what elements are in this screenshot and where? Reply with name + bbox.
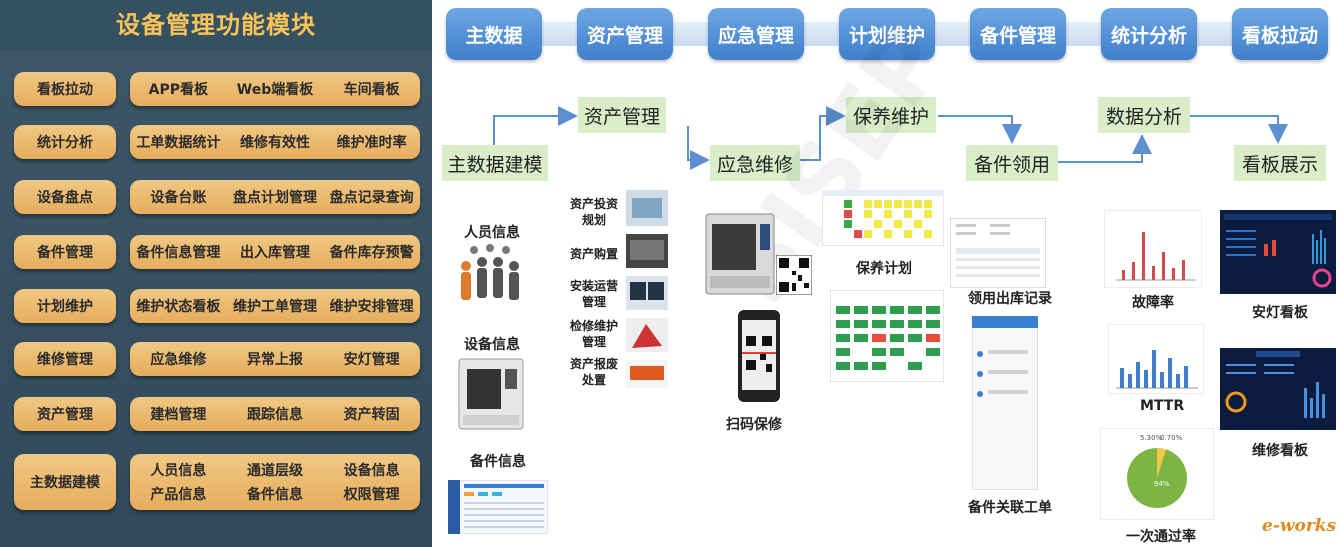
module-items: 应急维修 异常上报 安灯管理 xyxy=(130,342,420,376)
caption-andon-board: 安灯看板 xyxy=(1252,305,1308,321)
module-item: 盘点记录查询 xyxy=(329,190,414,206)
module-item: 备件信息管理 xyxy=(136,245,221,261)
module-label: 资产管理 xyxy=(14,397,116,431)
function-module-panel: 设备管理功能模块 看板拉动 APP看板 Web端看板 车间看板 统计分析 工单数… xyxy=(0,0,432,547)
flow-spare-use: 备件领用 xyxy=(966,145,1058,181)
caption-asset-scrap: 资产报废处置 xyxy=(569,357,618,387)
module-item: 人员信息 xyxy=(150,463,207,479)
module-label: 看板拉动 xyxy=(14,72,116,106)
flow-master-modeling: 主数据建模 xyxy=(442,145,548,181)
module-item: Web端看板 xyxy=(236,82,314,98)
caption-asset-plan: 资产投资规划 xyxy=(569,197,618,227)
module-items: 备件信息管理 出入库管理 备件库存预警 xyxy=(130,235,420,269)
nav-statistics[interactable]: 统计分析 xyxy=(1101,8,1197,60)
module-item: 权限管理 xyxy=(343,487,400,503)
module-item: 工单数据统计 xyxy=(136,135,221,151)
nav-plan-maintain[interactable]: 计划维护 xyxy=(839,8,935,60)
module-item: 通道层级 xyxy=(246,463,303,479)
flow-data-analysis: 数据分析 xyxy=(1098,97,1190,133)
machine-image xyxy=(458,358,524,430)
nav-emergency[interactable]: 应急管理 xyxy=(708,8,804,60)
module-item: 跟踪信息 xyxy=(246,407,303,423)
outbound-form-screenshot xyxy=(950,218,1046,288)
module-item: 盘点计划管理 xyxy=(232,190,317,206)
module-label: 设备盘点 xyxy=(14,180,116,214)
caption-fault-rate: 故障率 xyxy=(1132,295,1174,311)
flow-board-display: 看板展示 xyxy=(1234,145,1326,181)
maintenance-board xyxy=(830,290,944,382)
pie-label-2: 0.70% xyxy=(1160,434,1183,442)
asset-thumbnails xyxy=(626,190,668,388)
module-items: 维护状态看板 维护工单管理 维护安排管理 xyxy=(130,289,420,323)
panel-title: 设备管理功能模块 xyxy=(0,0,432,50)
module-item: 设备台账 xyxy=(150,190,207,206)
module-item: 维护安排管理 xyxy=(329,299,414,315)
caption-asset-install: 安装运营管理 xyxy=(569,279,618,309)
caption-spare-order: 备件关联工单 xyxy=(968,500,1052,516)
caption-person-info: 人员信息 xyxy=(464,225,520,241)
nav-board[interactable]: 看板拉动 xyxy=(1232,8,1328,60)
flow-asset-management: 资产管理 xyxy=(578,97,666,133)
fault-rate-chart xyxy=(1104,210,1202,288)
module-label: 主数据建模 xyxy=(14,454,116,510)
module-item: 应急维修 xyxy=(150,352,207,368)
module-item: 出入库管理 xyxy=(239,245,310,261)
module-item: 建档管理 xyxy=(150,407,207,423)
qr-code-icon xyxy=(776,255,812,295)
caption-repair-board: 维修看板 xyxy=(1252,443,1308,459)
caption-asset-repair: 检修维护管理 xyxy=(569,319,618,349)
caption-scan-repair: 扫码保修 xyxy=(726,417,782,433)
module-items: 设备台账 盘点计划管理 盘点记录查询 xyxy=(130,180,420,214)
caption-asset-purchase: 资产购置 xyxy=(569,247,618,261)
caption-pass-rate: 一次通过率 xyxy=(1126,529,1196,545)
nav-spare[interactable]: 备件管理 xyxy=(970,8,1066,60)
module-label: 维修管理 xyxy=(14,342,116,376)
module-items: 建档管理 跟踪信息 资产转固 xyxy=(130,397,420,431)
module-items: APP看板 Web端看板 车间看板 xyxy=(130,72,420,106)
module-item: 设备信息 xyxy=(343,463,400,479)
caption-outbound-record: 领用出库记录 xyxy=(968,291,1052,307)
module-item: 产品信息 xyxy=(150,487,207,503)
module-item: 异常上报 xyxy=(246,352,303,368)
nav-asset[interactable]: 资产管理 xyxy=(577,8,673,60)
module-item: 维护工单管理 xyxy=(232,299,317,315)
caption-device-info: 设备信息 xyxy=(464,337,520,353)
people-icon xyxy=(461,244,519,300)
module-item: 车间看板 xyxy=(343,82,400,98)
caption-maintenance-plan: 保养计划 xyxy=(856,261,912,277)
maintenance-plan-grid xyxy=(822,190,944,246)
module-item: 备件库存预警 xyxy=(329,245,414,261)
pie-label-1: 5.30% xyxy=(1140,434,1163,442)
module-item: 维护准时率 xyxy=(336,135,407,151)
caption-spare-info: 备件信息 xyxy=(470,454,526,470)
module-item: 维护状态看板 xyxy=(136,299,221,315)
module-label: 备件管理 xyxy=(14,235,116,269)
andon-board xyxy=(1220,210,1336,294)
pie-label-3: 94% xyxy=(1154,480,1170,488)
eworks-logo: e-works xyxy=(1262,516,1337,536)
mttr-chart xyxy=(1108,324,1204,394)
phone-scan-image xyxy=(738,310,780,402)
module-label: 统计分析 xyxy=(14,125,116,159)
module-label: 计划维护 xyxy=(14,289,116,323)
lathe-image xyxy=(705,213,775,295)
spare-order-phone xyxy=(972,316,1038,490)
pass-rate-pie xyxy=(1100,428,1214,520)
module-items: 工单数据统计 维修有效性 维护准时率 xyxy=(130,125,420,159)
repair-board xyxy=(1220,348,1336,430)
nav-master-data[interactable]: 主数据 xyxy=(446,8,542,60)
module-item: 安灯管理 xyxy=(343,352,400,368)
module-item: 维修有效性 xyxy=(239,135,310,151)
flow-maintenance: 保养维护 xyxy=(846,97,936,133)
module-items: 人员信息 通道层级 设备信息 产品信息 备件信息 权限管理 xyxy=(130,454,420,510)
flow-emergency-repair: 应急维修 xyxy=(710,145,800,181)
spare-info-screenshot xyxy=(448,480,548,534)
module-item: APP看板 xyxy=(148,82,208,98)
caption-mttr: MTTR xyxy=(1140,398,1185,414)
module-item: 备件信息 xyxy=(246,487,303,503)
module-item: 资产转固 xyxy=(343,407,400,423)
